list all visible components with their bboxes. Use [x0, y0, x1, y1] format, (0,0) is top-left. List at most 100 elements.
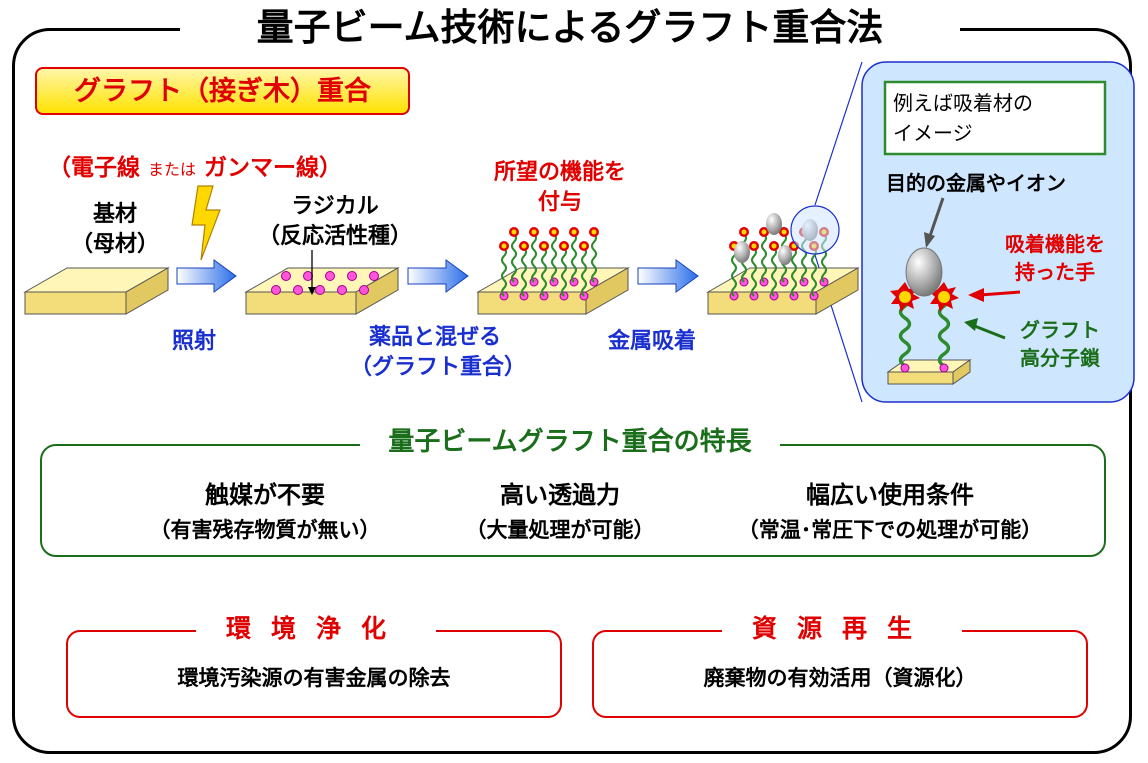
- chain-line2: 高分子鎖: [1020, 346, 1100, 370]
- graft-chain: [541, 247, 547, 297]
- substrate-label: 基材 （母材）: [60, 200, 170, 260]
- desired-line2: 付与: [537, 190, 582, 215]
- graft-chain: [591, 233, 597, 283]
- functional-group-center: [751, 243, 757, 249]
- zoom-circle: [790, 205, 840, 255]
- arrow-2: [407, 259, 469, 293]
- radical-bead: [325, 271, 335, 281]
- functional-group-center: [561, 243, 567, 249]
- step-mix-line1: 薬品と混ぜる: [368, 325, 501, 350]
- graft-chain: [521, 247, 527, 297]
- feature-main: 幅広い使用条件: [806, 481, 974, 509]
- functional-group-center: [511, 229, 517, 235]
- page-title: 量子ビーム技術によるグラフト重合法: [180, 0, 960, 58]
- desired-line1: 所望の機能を: [493, 160, 626, 185]
- target-metal-label: 目的の金属やイオン: [886, 171, 1066, 195]
- feature-item: 幅広い使用条件 （常温･常圧下での処理が可能）: [700, 475, 1080, 544]
- functional-group-center: [531, 229, 537, 235]
- zoom-line-top: [814, 61, 863, 206]
- radical-bead: [359, 285, 369, 295]
- graft-chain: [731, 247, 737, 297]
- chain-line1: グラフト: [1020, 318, 1100, 342]
- feature-sub: （大量処理が可能）: [465, 518, 655, 542]
- radiation-label: （電子線 または ガンマー線）: [48, 148, 342, 182]
- graft-chain: [561, 247, 567, 297]
- application-title-resource: 資源再生: [722, 612, 962, 646]
- electron-beam-text: （電子線: [48, 155, 140, 181]
- radical-bead: [281, 271, 291, 281]
- inset-note-box: [883, 80, 1107, 156]
- radical-bead: [303, 271, 313, 281]
- feature-sub: （常温･常圧下での処理が可能）: [737, 518, 1043, 542]
- desired-function-label: 所望の機能を 付与: [470, 158, 650, 218]
- radical-bead: [369, 271, 379, 281]
- hand-line1: 吸着機能を: [1005, 232, 1105, 256]
- application-text-resource: 廃棄物の有効活用（資源化）: [703, 666, 977, 690]
- radical-bead: [337, 285, 347, 295]
- inset-note: 例えば吸着材の イメージ: [893, 88, 1103, 148]
- functional-group-center: [741, 229, 747, 235]
- radical-bead: [293, 285, 303, 295]
- feature-sub: （有害残存物質が無い）: [149, 518, 381, 542]
- step-mix: 薬品と混ぜる （グラフト重合）: [350, 323, 527, 383]
- application-text-environment: 環境汚染源の有害金属の除去: [177, 666, 451, 690]
- radical-label: ラジカル （反応活性種）: [250, 192, 420, 252]
- hand-line2: 持った手: [1015, 260, 1095, 284]
- functional-group-center: [501, 243, 507, 249]
- feature-item: 高い透過力 （大量処理が可能）: [430, 475, 690, 544]
- features-title: 量子ビームグラフト重合の特長: [360, 424, 780, 460]
- graft-chain: [531, 233, 537, 283]
- graft-chain: [511, 233, 517, 283]
- hand-arrow: [968, 288, 1021, 302]
- radical-bead: [271, 285, 281, 295]
- graft-chain: [771, 247, 777, 297]
- radical-line2: （反応活性種）: [257, 224, 412, 249]
- chain-label: グラフト 高分子鎖: [1000, 316, 1120, 372]
- radical-bead: [347, 271, 357, 281]
- graft-chain: [581, 247, 587, 297]
- graft-chain: [761, 233, 767, 283]
- functional-group-center: [771, 243, 777, 249]
- functional-group-center: [521, 243, 527, 249]
- functional-group-center: [581, 243, 587, 249]
- graft-chain: [571, 233, 577, 283]
- graft-chain: [791, 247, 797, 297]
- chain-arrow: [964, 318, 1006, 340]
- gamma-ray-text: ガンマー線）: [204, 155, 343, 181]
- radical-pointer-head: [308, 287, 316, 295]
- functional-group-center: [571, 229, 577, 235]
- target-arrow: [924, 197, 945, 248]
- graft-chain: [501, 247, 507, 297]
- substrate-plate: [23, 267, 170, 315]
- inset-note-line1: 例えば吸着材の: [893, 91, 1033, 115]
- functional-group-center: [761, 229, 767, 235]
- feature-main: 高い透過力: [500, 481, 620, 509]
- functional-group-center: [781, 229, 787, 235]
- lightning-icon: [191, 185, 221, 261]
- graft-chain: [751, 247, 757, 297]
- radical-bead: [315, 285, 325, 295]
- substrate-line2: （母材）: [70, 232, 159, 257]
- arrow-3: [637, 259, 699, 293]
- feature-item: 触媒が不要 （有害残存物質が無い）: [120, 475, 410, 544]
- radical-line1: ラジカル: [291, 194, 379, 219]
- step-irradiation: 照射: [172, 329, 217, 354]
- graft-chain: [551, 233, 557, 283]
- radical-beads: [271, 271, 379, 295]
- functional-group-center: [551, 229, 557, 235]
- graft-chains-plate3: [499, 227, 599, 301]
- functional-group-center: [791, 243, 797, 249]
- functional-group-center: [541, 243, 547, 249]
- graft-polymerization-label: グラフト（接ぎ木）重合: [35, 67, 410, 115]
- substrate-line1: 基材: [92, 202, 137, 227]
- application-title-environment: 環境浄化: [196, 612, 436, 646]
- step-mix-line2: （グラフト重合）: [350, 355, 527, 380]
- functional-group-center: [591, 229, 597, 235]
- inset-note-line2: イメージ: [893, 121, 973, 145]
- or-text: または: [148, 160, 197, 179]
- step-adsorption: 金属吸着: [608, 329, 697, 354]
- inset-grafted-unit: [886, 247, 972, 385]
- arrow-1: [176, 259, 237, 293]
- graft-chain: [811, 247, 817, 297]
